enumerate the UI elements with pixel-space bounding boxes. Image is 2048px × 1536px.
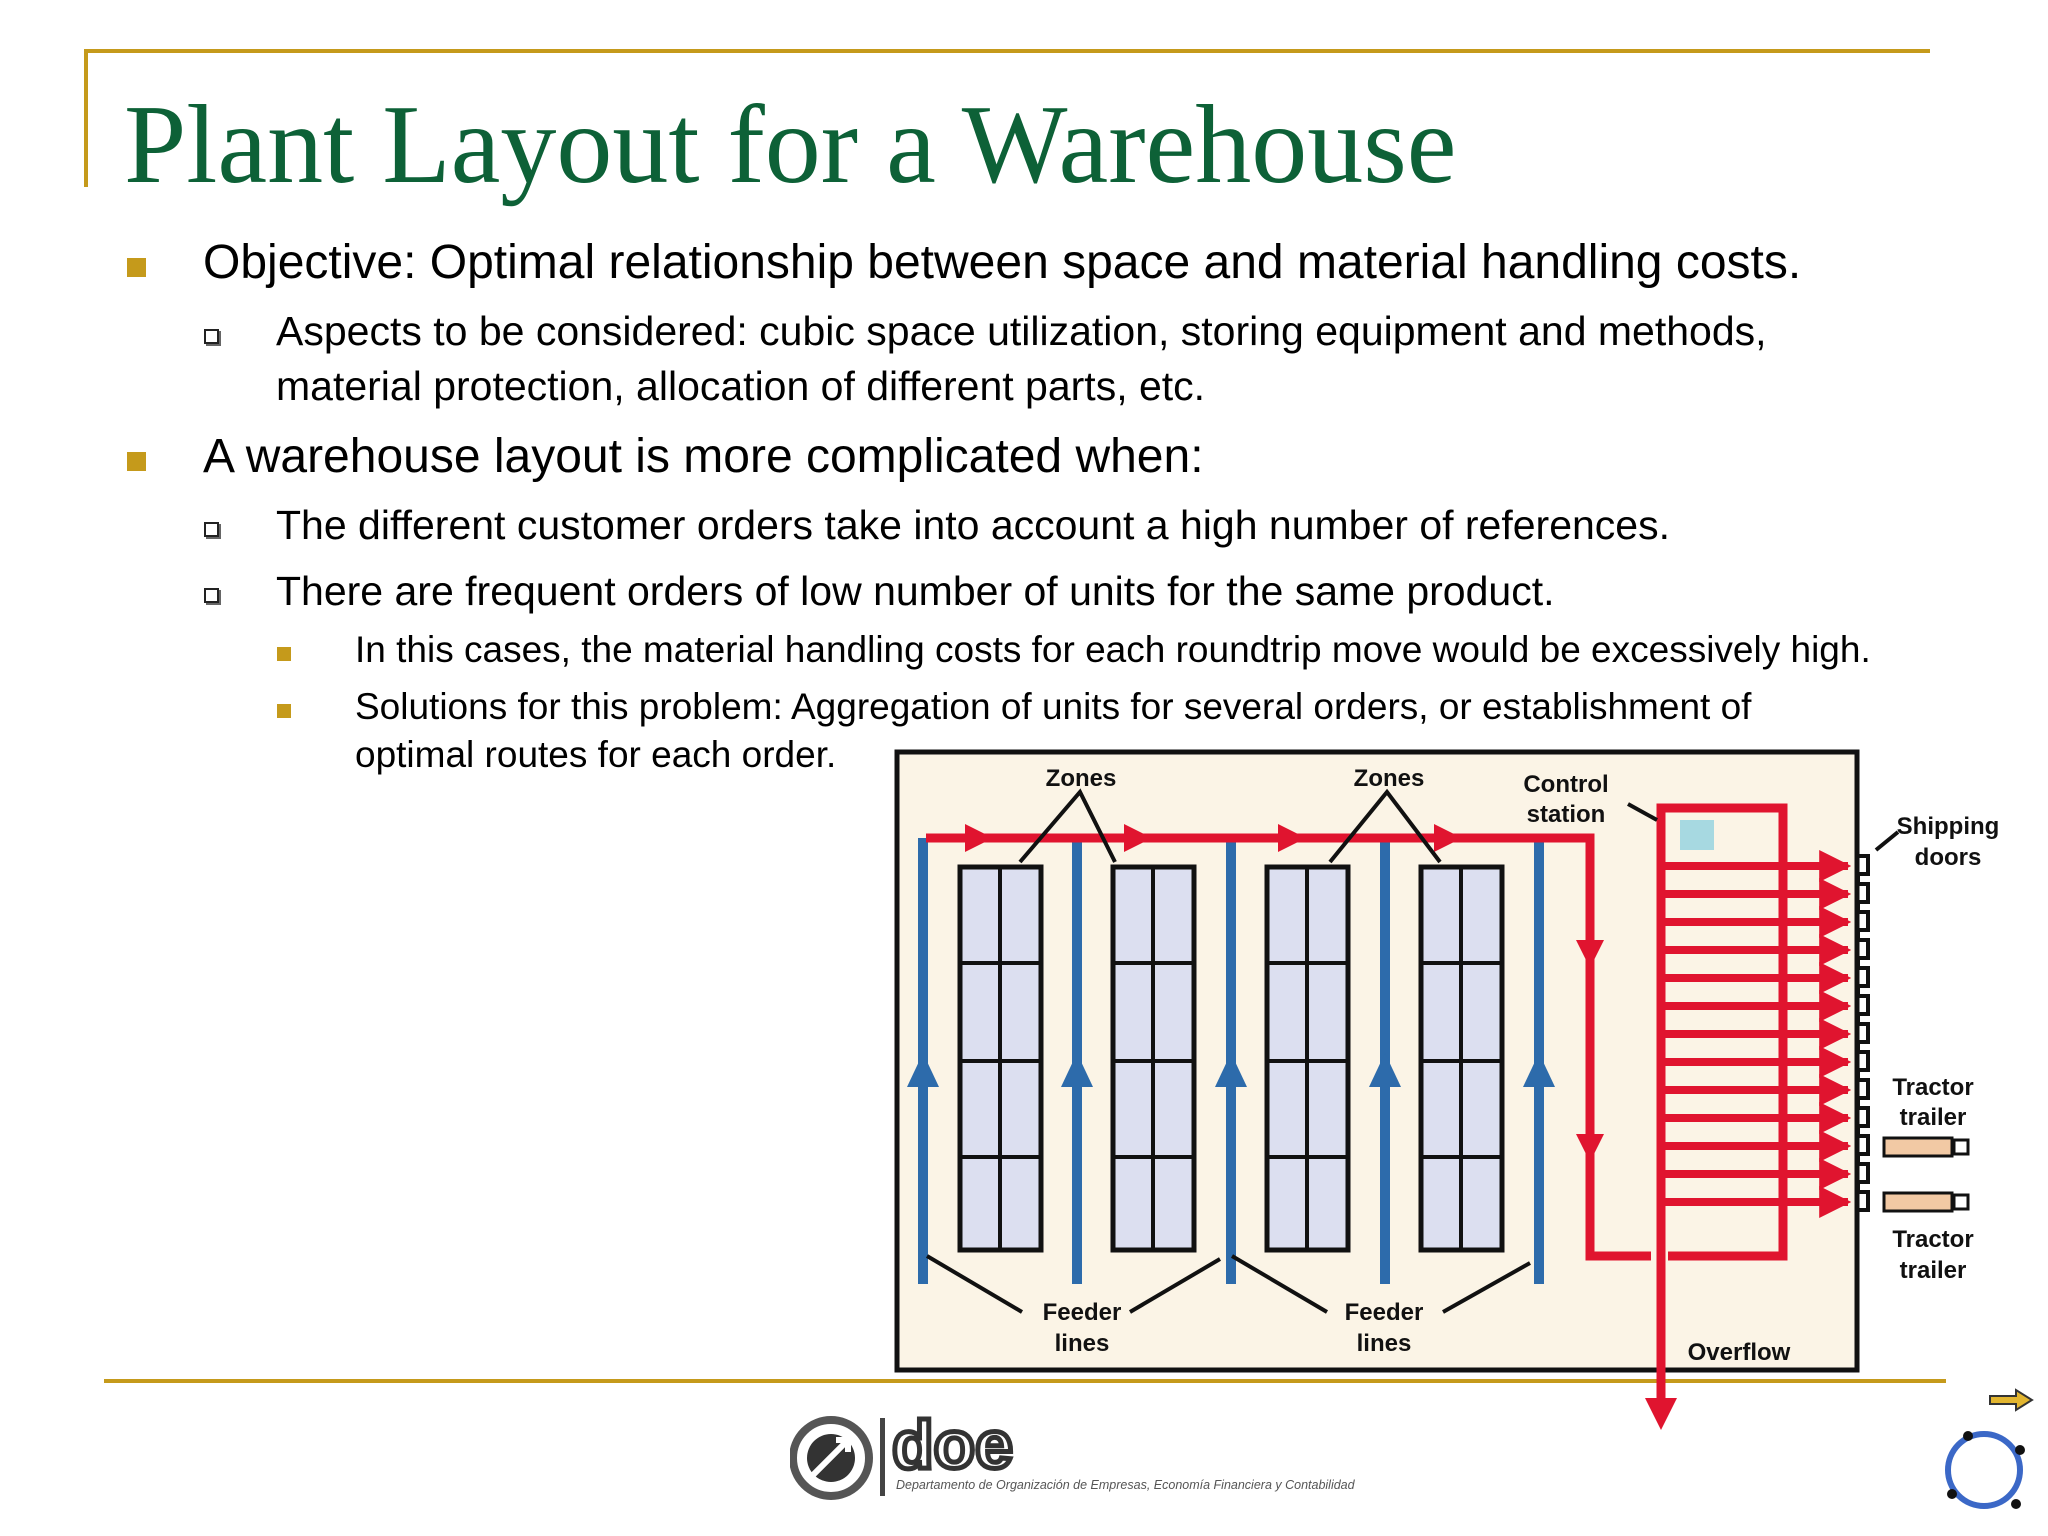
spinner-icon (1945, 1431, 2025, 1509)
bullet-objective: Objective: Optimal relationship between … (203, 236, 1802, 289)
left-rule (84, 49, 88, 187)
shipping-lanes (1661, 850, 1852, 1218)
bullet-marker (127, 258, 146, 277)
sub-sub-bullet-marker (277, 647, 291, 661)
right-arrow-icon[interactable] (1988, 1388, 2034, 1412)
tractor-trailer-label: Tractor (1892, 1074, 1973, 1101)
bullet-frequent-orders: There are frequent orders of low number … (276, 568, 1555, 614)
overflow-label: Overflow (1688, 1339, 1791, 1366)
top-rule (84, 49, 1930, 53)
sub-bullet-marker (204, 522, 219, 537)
tractor-trailer-label: Tractor (1892, 1226, 1973, 1253)
zones-label: Zones (1354, 765, 1425, 792)
bullet-complicated: A warehouse layout is more complicated w… (203, 430, 1204, 483)
shipping-doors-label: Shipping (1897, 813, 2000, 840)
bottom-rule (104, 1379, 1946, 1383)
feeder-lines-label: lines (1055, 1330, 1110, 1357)
slide-title: Plant Layout for a Warehouse (124, 83, 1457, 207)
control-station-label: Control (1523, 771, 1608, 798)
bullet-solutions: Solutions for this problem: Aggregation … (355, 686, 1752, 727)
sub-bullet-marker (204, 329, 219, 344)
bullet-aspects-cont: material protection, allocation of diffe… (276, 363, 1206, 409)
tractor-trailer-a (1882, 1136, 1970, 1158)
logo-caption: Departamento de Organización de Empresas… (896, 1478, 1356, 1492)
bullet-references: The different customer orders take into … (276, 502, 1670, 548)
bullet-marker (127, 452, 146, 471)
shipping-doors (1856, 854, 1870, 1212)
control-station (1680, 820, 1714, 850)
department-logo: doe Departamento de Organización de Empr… (790, 1408, 1356, 1500)
control-station-label: station (1527, 801, 1606, 828)
feeder-lines-label: Feeder (1043, 1299, 1122, 1326)
shipping-doors-label: doors (1915, 844, 1982, 871)
tractor-trailer-label: trailer (1900, 1104, 1967, 1131)
zones-label: Zones (1046, 765, 1117, 792)
tractor-trailer-label: trailer (1900, 1257, 1967, 1284)
sub-bullet-marker (204, 588, 219, 603)
bullet-solutions-cont: optimal routes for each order. (355, 734, 837, 775)
feeder-lines-label: lines (1357, 1330, 1412, 1357)
bullet-handling-costs: In this cases, the material handling cos… (355, 629, 1871, 670)
warehouse-layout-diagram: Zones Zones Control station Shipping doo… (894, 749, 2000, 1430)
logo-wordmark: doe (892, 1408, 1013, 1483)
sub-sub-bullet-marker (277, 704, 291, 718)
material-flow (926, 803, 1788, 1408)
feeder-lines (907, 838, 1555, 1284)
tractor-trailer-b (1882, 1191, 1970, 1213)
feeder-lines-label: Feeder (1345, 1299, 1424, 1326)
bullet-aspects: Aspects to be considered: cubic space ut… (276, 308, 1767, 354)
